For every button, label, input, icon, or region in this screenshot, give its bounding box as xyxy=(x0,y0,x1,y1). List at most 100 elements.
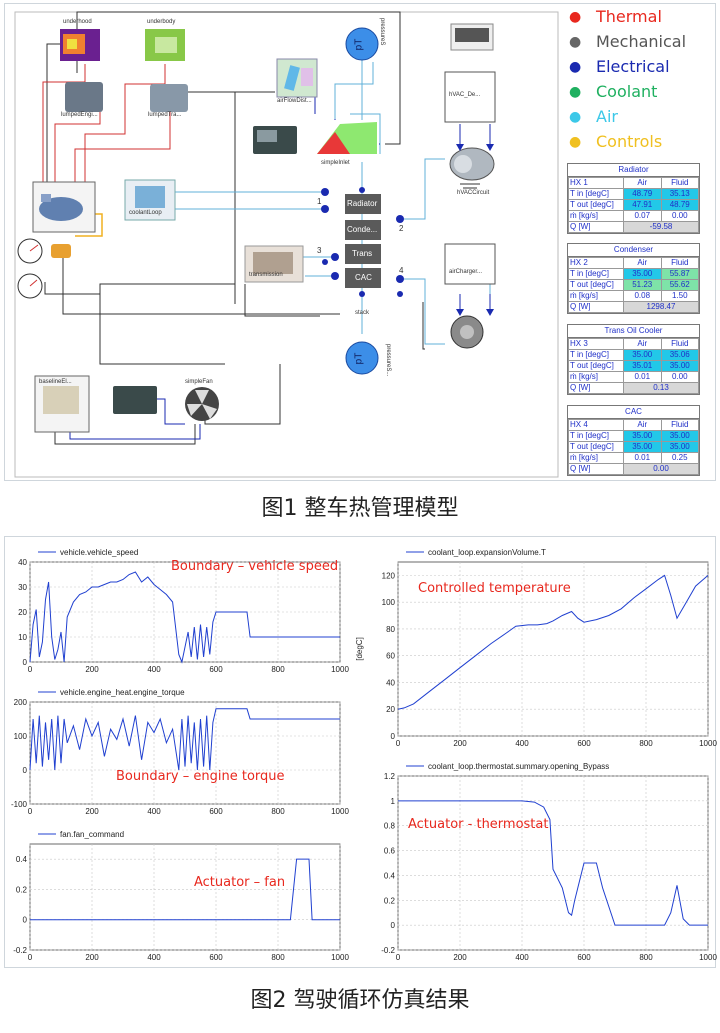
x-tick-label: 0 xyxy=(396,739,401,748)
x-tick-label: 1000 xyxy=(699,953,717,962)
series-line xyxy=(30,858,340,921)
series-line xyxy=(398,800,708,926)
port-2-label: 2 xyxy=(399,224,404,233)
y-tick-label: 0 xyxy=(391,732,396,741)
y-tick-label: 0 xyxy=(23,916,28,925)
y-tick-label: 0.8 xyxy=(384,822,396,831)
x-tick-label: 800 xyxy=(639,739,653,748)
x-tick-label: 1000 xyxy=(331,953,349,962)
y-tick-label: 0.2 xyxy=(16,885,28,894)
pt-bottom-label: pT xyxy=(353,352,365,365)
x-tick-label: 400 xyxy=(147,953,161,962)
x-tick-label: 800 xyxy=(271,953,285,962)
lumped-engine-block[interactable] xyxy=(65,82,103,112)
y-tick-label: 100 xyxy=(382,598,396,607)
figure-2-caption: 图2 驾驶循环仿真结果 xyxy=(250,988,470,1013)
y-tick-label: 0.6 xyxy=(384,847,396,856)
y-axis-label: [degC] xyxy=(355,637,364,661)
y-tick-label: 30 xyxy=(18,583,27,592)
stack-condenser-label: Conde... xyxy=(347,225,378,234)
x-tick-label: 0 xyxy=(396,953,401,962)
port-4-label: 4 xyxy=(399,266,404,275)
x-tick-label: 600 xyxy=(577,739,591,748)
lumped-engine-label: lumpedEngi... xyxy=(61,112,98,118)
stack-trans-label: Trans xyxy=(352,249,373,258)
series-line xyxy=(397,574,709,710)
x-tick-label: 600 xyxy=(209,665,223,674)
x-tick-label: 400 xyxy=(147,807,161,816)
y-tick-label: 1 xyxy=(391,797,396,806)
y-tick-label: 60 xyxy=(386,652,395,661)
hvac-de-block[interactable] xyxy=(444,71,496,123)
port-1-label: 1 xyxy=(317,197,322,206)
pressure-sensor-top[interactable] xyxy=(345,27,379,61)
y-tick-label: 200 xyxy=(14,698,28,707)
series-line xyxy=(29,571,340,664)
series-line xyxy=(29,708,340,771)
x-tick-label: 200 xyxy=(85,665,99,674)
pressure-sensor-bottom[interactable] xyxy=(345,341,379,375)
x-tick-label: 800 xyxy=(271,665,285,674)
port-3-label: 3 xyxy=(317,246,322,255)
chart-annotation: Boundary – engine torque xyxy=(116,769,285,784)
y-tick-label: 0.2 xyxy=(384,896,396,905)
y-tick-label: 0.4 xyxy=(16,855,28,864)
y-tick-label: 1.2 xyxy=(384,772,396,781)
x-tick-label: 200 xyxy=(85,807,99,816)
x-tick-label: 1000 xyxy=(331,807,349,816)
hvac-circuit-label: hVACCircuit xyxy=(457,190,490,196)
stack-trans[interactable] xyxy=(345,244,381,264)
y-tick-label: 40 xyxy=(386,678,395,687)
x-tick-label: 800 xyxy=(271,807,285,816)
chart-annotation: Actuator – fan xyxy=(194,875,285,890)
pt-top-label: pT xyxy=(353,38,365,51)
x-tick-label: 400 xyxy=(147,665,161,674)
lumped-trans-block[interactable] xyxy=(150,84,188,112)
stack-condenser[interactable] xyxy=(345,220,381,240)
x-tick-label: 200 xyxy=(453,739,467,748)
y-tick-label: 20 xyxy=(18,608,27,617)
hx-title: Condenser xyxy=(568,244,699,257)
legend-air: ●Air xyxy=(569,107,618,126)
x-tick-label: 400 xyxy=(515,953,529,962)
model-wiring-svg xyxy=(14,11,559,478)
stack-label: stack xyxy=(355,310,370,316)
air-charger-block[interactable] xyxy=(444,243,496,285)
y-tick-label: 40 xyxy=(18,558,27,567)
pressure-bottom-label: pressureS... xyxy=(385,344,391,377)
chart-annotation: Controlled temperature xyxy=(418,581,571,596)
stack-radiator[interactable] xyxy=(345,194,381,214)
x-tick-label: 600 xyxy=(577,953,591,962)
y-tick-label: -0.2 xyxy=(381,946,395,955)
chart-annotation: Actuator - thermostat xyxy=(408,817,548,832)
pressure-top-label: pressureS xyxy=(379,18,385,46)
stack-cac[interactable] xyxy=(345,268,381,288)
y-tick-label: 0 xyxy=(391,921,396,930)
hx-title: CAC xyxy=(568,406,699,419)
transmission-label: transmission xyxy=(249,272,283,278)
x-tick-label: 1000 xyxy=(699,739,717,748)
stack-radiator-label: Radiator xyxy=(347,199,378,208)
x-tick-label: 600 xyxy=(209,807,223,816)
hvac-de-label: hVAC_De... xyxy=(449,92,481,98)
underbody-label: underbody xyxy=(147,19,176,25)
y-tick-label: 80 xyxy=(386,625,395,634)
air-charger-label: airCharger... xyxy=(449,269,483,275)
air-flow-dist-label: airFlowDist... xyxy=(277,98,312,104)
plot-frame xyxy=(29,843,341,951)
series-title: vehicle.engine_heat.engine_torque xyxy=(60,688,185,697)
x-tick-label: 200 xyxy=(453,953,467,962)
series-title: fan.fan_command xyxy=(60,830,124,839)
y-tick-label: 0 xyxy=(23,766,28,775)
legend-mechanical: ●Mechanical xyxy=(569,32,687,51)
series-title: coolant_loop.thermostat.summary.opening_… xyxy=(428,762,609,771)
